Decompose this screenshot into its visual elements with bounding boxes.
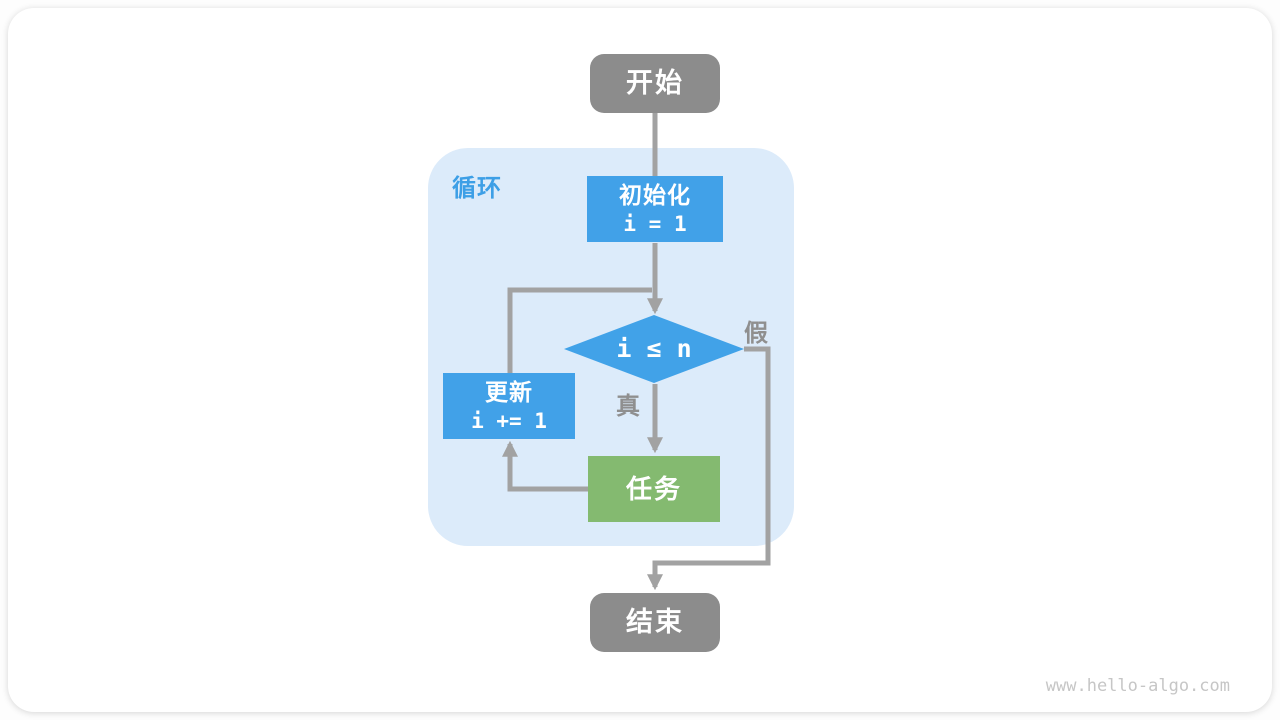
node-end-label: 结束 [626,606,684,637]
node-init-code: i = 1 [623,212,687,237]
node-task-label: 任务 [625,473,682,504]
node-end: 结束 [590,593,720,652]
node-start: 开始 [590,54,720,113]
node-condition-label: i ≤ n [616,334,692,364]
node-update: 更新 i += 1 [443,373,575,439]
watermark: www.hello-algo.com [1045,676,1230,696]
edge-update-merge [507,287,652,374]
node-start-label: 开始 [626,67,684,98]
node-task: 任务 [588,456,720,522]
edge-task-update [501,440,588,492]
node-init: 初始化 i = 1 [587,176,723,242]
branch-label-false: 假 [744,320,768,347]
loop-label: 循环 [452,175,502,202]
node-update-code: i += 1 [471,409,547,434]
edge-condition-end [646,346,771,591]
node-update-label: 更新 [485,378,533,405]
branch-label-true: 真 [616,393,640,420]
node-init-label: 初始化 [619,181,691,208]
